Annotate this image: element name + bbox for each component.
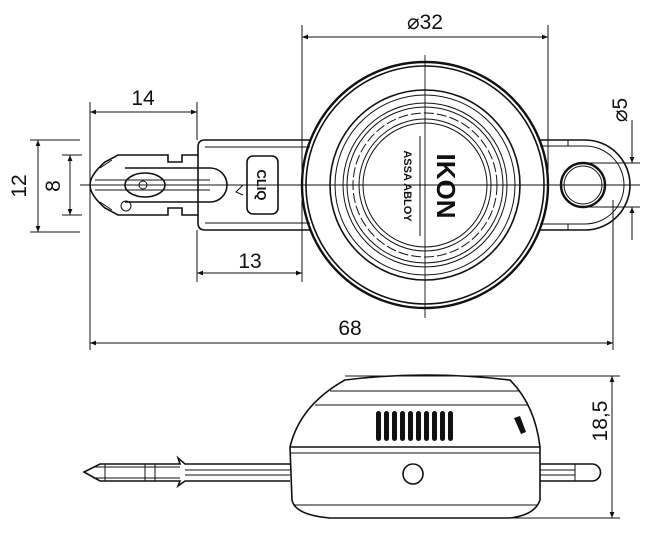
vent-slots bbox=[376, 411, 453, 441]
dimension-blade-length: 14 bbox=[131, 87, 155, 110]
side-view bbox=[82, 374, 602, 519]
brand-logo-text: IKON bbox=[431, 154, 461, 219]
dimension-diameter-head: ⌀32 bbox=[407, 11, 443, 34]
manufacturer-text: ASSA ABLOY bbox=[401, 150, 413, 222]
side-hole bbox=[402, 463, 424, 485]
key-ring-tab bbox=[540, 139, 631, 231]
dimension-diameter-hole: ⌀5 bbox=[609, 98, 632, 122]
dimension-overall-length: 68 bbox=[338, 317, 361, 340]
dimension-shank-length: 13 bbox=[238, 250, 261, 273]
cliq-badge bbox=[246, 155, 279, 215]
cliq-label: CLIQ bbox=[254, 169, 269, 200]
dimension-blade-width-outer: 12 bbox=[8, 174, 31, 197]
dimensions: ⌀32 14 13 68 12 8 ⌀5 18,5 bbox=[8, 11, 640, 519]
key-shank: CLIQ bbox=[197, 139, 310, 231]
top-view: CLIQ IKON ASSA ABLOY bbox=[80, 55, 640, 318]
dimension-height: 18,5 bbox=[589, 401, 612, 442]
key-head: IKON ASSA ABLOY bbox=[300, 60, 550, 310]
dimension-blade-width-inner: 8 bbox=[42, 180, 65, 192]
